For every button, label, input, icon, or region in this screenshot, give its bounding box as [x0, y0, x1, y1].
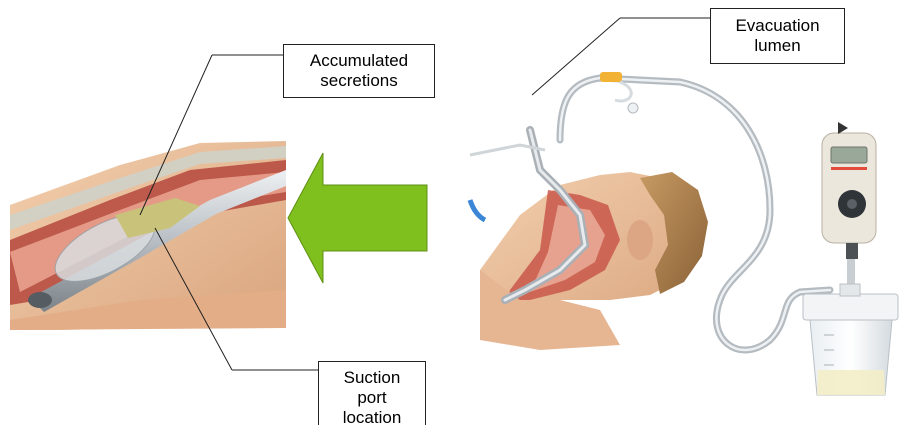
suction-line-1: Suction	[319, 368, 425, 388]
patient-illustration	[470, 130, 708, 350]
accumulated-line-1: Accumulated	[284, 51, 434, 71]
suction-controller-device	[822, 122, 876, 299]
trachea-closeup-image	[10, 140, 286, 330]
green-arrow-left-icon	[288, 153, 427, 283]
evacuation-line-1: Evacuation	[711, 16, 844, 36]
device-display	[831, 147, 867, 163]
suction-line-3: location	[319, 408, 425, 428]
accumulated-line-2: secretions	[284, 71, 434, 91]
suction-line-2: port	[319, 388, 425, 408]
tube-connector	[600, 72, 622, 82]
evacuation-lumen-label: Evacuation lumen	[710, 8, 845, 64]
collection-canister	[803, 284, 898, 395]
suction-port-location-label: Suction port location	[318, 361, 426, 425]
accumulated-secretions-label: Accumulated secretions	[283, 44, 435, 98]
evacuation-line-2: lumen	[711, 36, 844, 56]
